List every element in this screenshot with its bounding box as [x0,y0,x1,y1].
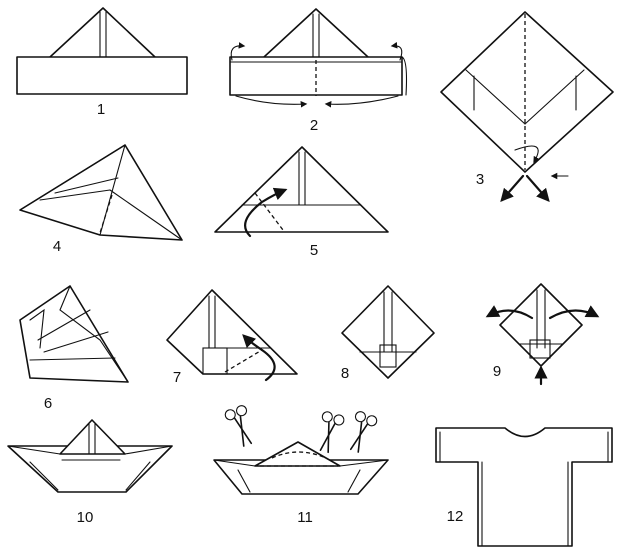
step-label: 12 [446,508,464,525]
step-10-figure [7,419,173,493]
scissors-icon [349,411,378,453]
step-8-figure [341,285,435,379]
step-2-figure [229,8,408,108]
step-label: 1 [96,101,106,118]
step-4-figure [19,144,183,241]
step-label: 9 [492,363,502,380]
step-label: 11 [297,509,313,526]
scissors-icon [224,405,253,447]
step-7-figure [166,289,298,382]
step-1-figure [16,7,188,95]
step-label: 5 [309,242,319,259]
scissors-icon [319,411,345,454]
step-11-figure [213,441,389,495]
step-9-figure [485,283,600,386]
step-12-figure [435,427,613,547]
step-6-figure [19,285,129,383]
step-label: 3 [475,171,485,188]
step-label: 2 [309,117,319,134]
step-label: 6 [43,395,53,412]
step-3-figure [440,11,614,202]
step-label: 7 [172,369,182,386]
step-5-figure [214,146,389,238]
step-label: 10 [76,509,94,526]
step-label: 4 [52,238,62,255]
step-label: 8 [340,365,350,382]
